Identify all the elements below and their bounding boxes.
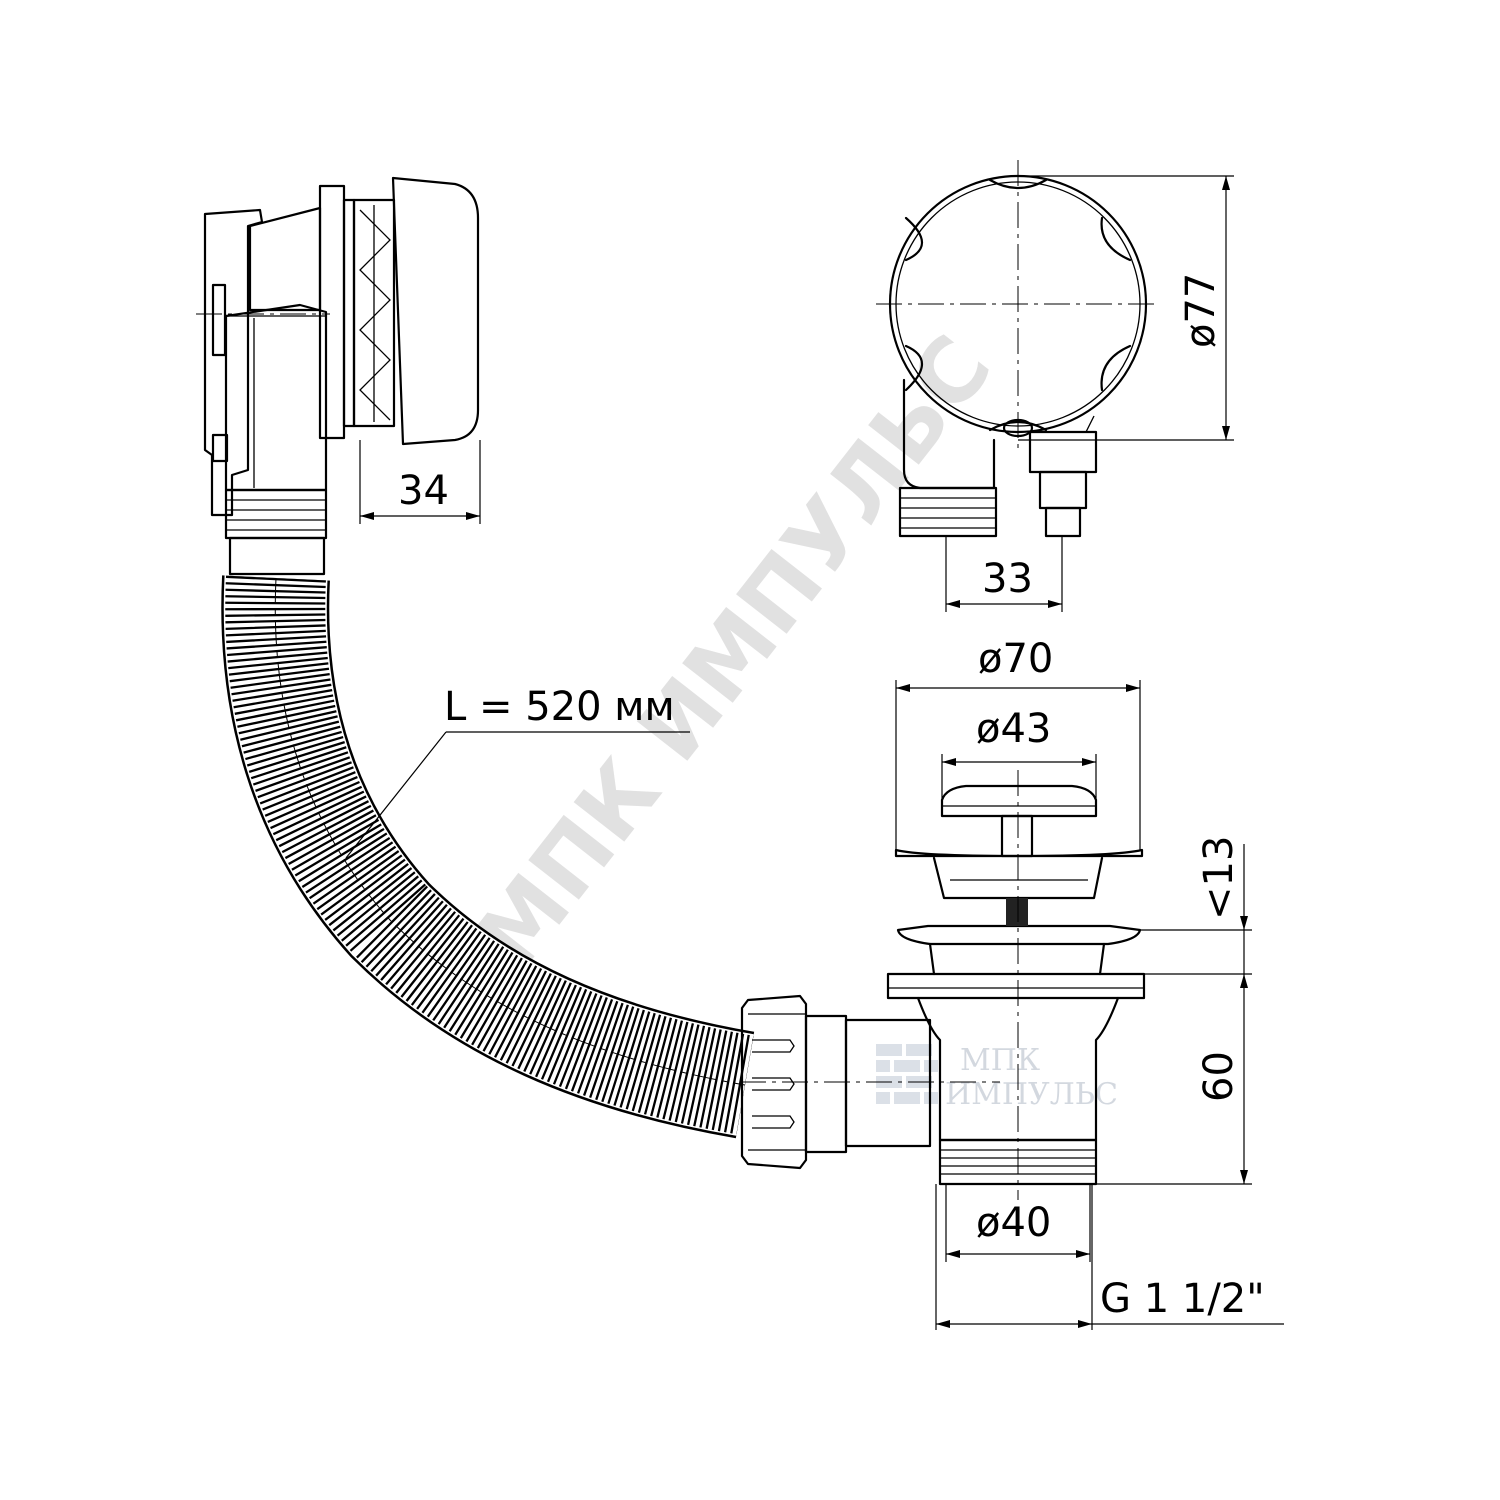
logo-watermark: МПК ИМПУЛЬС (876, 1043, 1118, 1112)
watermark-text: МПК ИМПУЛЬС (455, 317, 1011, 988)
overflow-bracket (203, 208, 264, 517)
dim-60-label: 60 (1196, 1051, 1242, 1102)
dim-33-label: 33 (982, 556, 1033, 602)
drain-plug (894, 770, 1144, 1200)
overflow-cap (391, 176, 480, 446)
thread-label: G 1 1/2" (1100, 1276, 1265, 1322)
dim-70-label: ø70 (978, 636, 1053, 682)
overflow-side-view (196, 176, 480, 576)
hose-length-label: L = 520 мм (444, 684, 675, 730)
dim-plug-cap: ø43 (941, 706, 1097, 800)
overflow-gasket (342, 198, 356, 428)
union-nut (740, 994, 808, 1170)
dim-13-label: <13 (1196, 836, 1242, 920)
grille-zigzag (359, 209, 391, 421)
dim-vertical-right: <13 60 (1096, 836, 1252, 1185)
logo-text-line2: ИМПУЛЬС (945, 1077, 1118, 1112)
dim-plug-flange: ø70 (895, 636, 1141, 850)
diagonal-watermark: МПК ИМПУЛЬС (455, 317, 1011, 988)
dim-side-offset: 33 (945, 536, 1063, 612)
bracket-slot (211, 283, 227, 357)
corrugated-hose (221, 575, 755, 1139)
dim-overflow-depth: 34 (359, 440, 481, 524)
dim-hose-length: L = 520 мм (345, 684, 690, 859)
overflow-body (248, 206, 322, 312)
overflow-socket (228, 536, 326, 576)
dim-40-label: ø40 (976, 1200, 1051, 1246)
dim-43-label: ø43 (976, 706, 1051, 752)
logo-brick-icon (876, 1044, 938, 1104)
dim-outlet-diameter: ø40 (945, 1184, 1091, 1262)
overflow-coupling (224, 488, 328, 540)
dim-overflow-diameter: ø77 (1018, 175, 1234, 441)
overflow-tube (224, 303, 328, 492)
drain-flange (896, 924, 1142, 976)
dim-thread: G 1 1/2" (935, 1184, 1284, 1330)
logo-text-line1: МПК (960, 1043, 1040, 1078)
plug-stem (1006, 898, 1028, 926)
dim-77-label: ø77 (1178, 273, 1224, 348)
dim-34-label: 34 (398, 468, 449, 514)
overflow-grille (352, 198, 396, 428)
side-branch (740, 1014, 1000, 1154)
